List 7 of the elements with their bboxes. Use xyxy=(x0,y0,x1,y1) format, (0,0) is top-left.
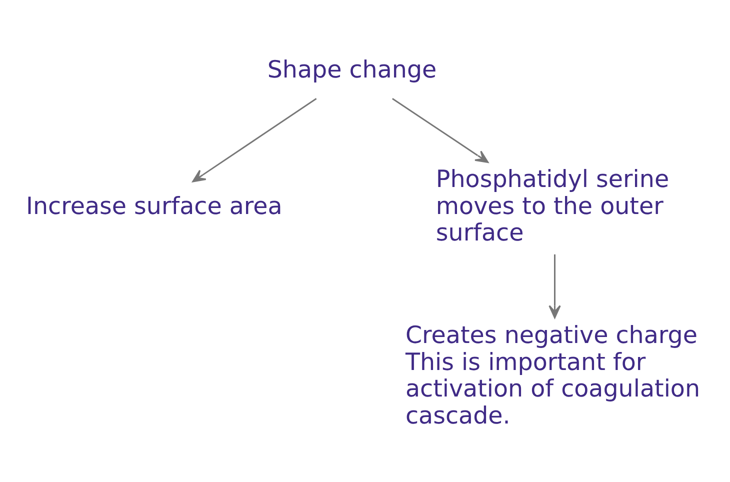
node-text: Shape change xyxy=(267,55,437,84)
node-text: Phosphatidyl serine moves to the outer surface xyxy=(436,165,670,247)
arrow xyxy=(548,254,561,318)
node-text: Creates negative charge This is important for activation of coagulation cascade. xyxy=(405,321,700,430)
arrow xyxy=(192,98,317,182)
node-text: Increase surface area xyxy=(26,192,282,220)
arrow xyxy=(392,98,489,163)
